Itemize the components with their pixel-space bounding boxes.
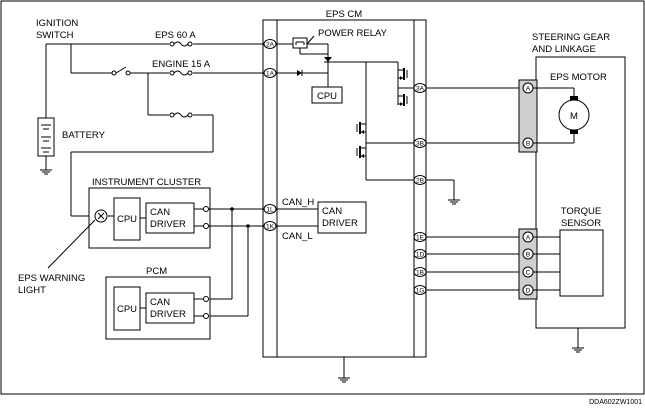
- pin-3A-label: 3A: [416, 86, 425, 93]
- epscm-can-label-1: CAN: [322, 206, 342, 217]
- ground-2B-icon: [448, 180, 460, 205]
- pin-3B-label: 3B: [416, 141, 424, 148]
- warning-light-label-1: EPS WARNING: [18, 273, 85, 284]
- battery-label: BATTERY: [62, 130, 106, 141]
- motor-pin-B-label: B: [526, 141, 530, 148]
- warning-light-callout: [47, 219, 96, 269]
- pcm-can-label-2: DRIVER: [150, 309, 186, 320]
- battery-icon: [37, 117, 55, 175]
- motor-pin-A-label: A: [526, 86, 531, 93]
- ign-diode-icon: [297, 70, 302, 76]
- fet-icon-3: [356, 122, 366, 134]
- fuse-engine-label: ENGINE 15 A: [152, 59, 211, 70]
- sensor-pin-C: C: [522, 266, 534, 278]
- pin-2A-label: 2A: [266, 42, 275, 49]
- fet-icon-2: [398, 94, 408, 106]
- diagram-frame: [0, 0, 645, 395]
- pin-1L: 1L: [263, 204, 277, 214]
- epscm-module: EPS CM: [262, 9, 427, 358]
- pcm-terminal-h: [203, 296, 209, 302]
- power-relay-label: POWER RELAY: [318, 28, 388, 39]
- pin-1L-label: 1L: [266, 207, 274, 214]
- epscm-cpu: [311, 86, 343, 104]
- motor-icon: M: [558, 96, 590, 134]
- warning-lamp-icon: [94, 209, 108, 223]
- steering-ground-icon: [572, 328, 584, 353]
- sensor-connector: [518, 228, 538, 300]
- warning-light-label-2: LIGHT: [18, 285, 46, 296]
- cluster-terminal-h: [203, 206, 209, 212]
- pin-1E: 1E: [413, 232, 427, 242]
- cluster-terminal-l: [203, 223, 209, 229]
- motor-pin-A: A: [522, 82, 534, 94]
- figure-code: DDA602ZW1001: [589, 399, 642, 406]
- fuse-eps-label: EPS 60 A: [155, 30, 196, 41]
- ignition-label-1: IGNITION: [36, 18, 78, 29]
- pcm-label: PCM: [146, 266, 167, 277]
- pcm-cpu-label: CPU: [117, 304, 137, 315]
- fuse-eps-icon: [169, 40, 193, 48]
- cluster-cpu: [113, 197, 141, 241]
- fuse-cluster-icon: [169, 111, 193, 119]
- sensor-pin-D: D: [522, 284, 534, 296]
- pcm-terminal-l: [203, 313, 209, 319]
- sensor-pin-D-label: D: [526, 288, 531, 295]
- sensor-pin-B-label: B: [526, 252, 530, 259]
- torque-sensor-label-1: TORQUE: [561, 206, 601, 217]
- pin-1K: 1K: [263, 221, 277, 231]
- torque-sensor: [559, 229, 604, 297]
- relay-diode-icon: [324, 57, 332, 62]
- epscm-can-driver: [317, 201, 367, 234]
- pin-1A: 1A: [263, 68, 277, 78]
- pin-1G: 1G: [413, 285, 427, 295]
- fuse-engine-icon: [169, 69, 193, 77]
- torque-sensor-label-2: SENSOR: [561, 218, 601, 229]
- cluster-cpu-label: CPU: [117, 214, 137, 225]
- pin-1B: 1B: [413, 267, 427, 277]
- ignition-switch-icon: [111, 66, 131, 76]
- steering-gear-label-1: STEERING GEAR: [532, 32, 610, 43]
- pin-2B-label: 2B: [416, 178, 424, 185]
- sensor-pin-B: B: [522, 248, 534, 260]
- cluster-can-label-1: CAN: [150, 207, 170, 218]
- pin-1E-label: 1E: [416, 235, 425, 242]
- fet-icon-4: [356, 146, 366, 158]
- cluster-can-driver: [145, 202, 195, 234]
- instrument-cluster-label: INSTRUMENT CLUSTER: [92, 177, 201, 188]
- pin-1A-label: 1A: [266, 71, 275, 78]
- eps-motor-label: EPS MOTOR: [550, 72, 607, 83]
- relay-callout: [306, 35, 315, 45]
- epscm-title: EPS CM: [326, 9, 363, 20]
- ignition-label-2: SWITCH: [36, 30, 74, 41]
- pin-3A: 3A: [413, 83, 427, 93]
- pin-1D: 1D: [413, 249, 427, 259]
- sensor-pin-C-label: C: [526, 270, 531, 277]
- steering-gear-label-2: AND LINKAGE: [532, 44, 596, 55]
- motor-connector: [518, 79, 538, 153]
- sensor-pin-A: A: [522, 231, 534, 243]
- sensor-pin-A-label: A: [526, 235, 531, 242]
- cluster-can-label-2: DRIVER: [150, 219, 186, 230]
- pin-2A: 2A: [263, 39, 277, 49]
- pcm-can-label-1: CAN: [150, 297, 170, 308]
- fet-icon-1: [398, 68, 408, 80]
- power-relay-icon: [292, 37, 308, 49]
- pin-1B-label: 1B: [416, 270, 424, 277]
- pin-1K-label: 1K: [266, 224, 275, 231]
- pin-2B: 2B: [413, 175, 427, 185]
- motor-pin-B: B: [522, 137, 534, 149]
- pin-1D-label: 1D: [416, 252, 425, 259]
- epscm-can-label-2: DRIVER: [322, 218, 358, 229]
- epscm-cpu-label: CPU: [317, 91, 337, 102]
- pin-3B: 3B: [413, 138, 427, 148]
- can-h-label: CAN_H: [282, 197, 314, 208]
- can-l-label: CAN_L: [282, 231, 313, 242]
- pin-1G-label: 1G: [416, 288, 425, 295]
- epscm-ground-icon: [338, 357, 350, 383]
- motor-symbol: M: [570, 111, 578, 122]
